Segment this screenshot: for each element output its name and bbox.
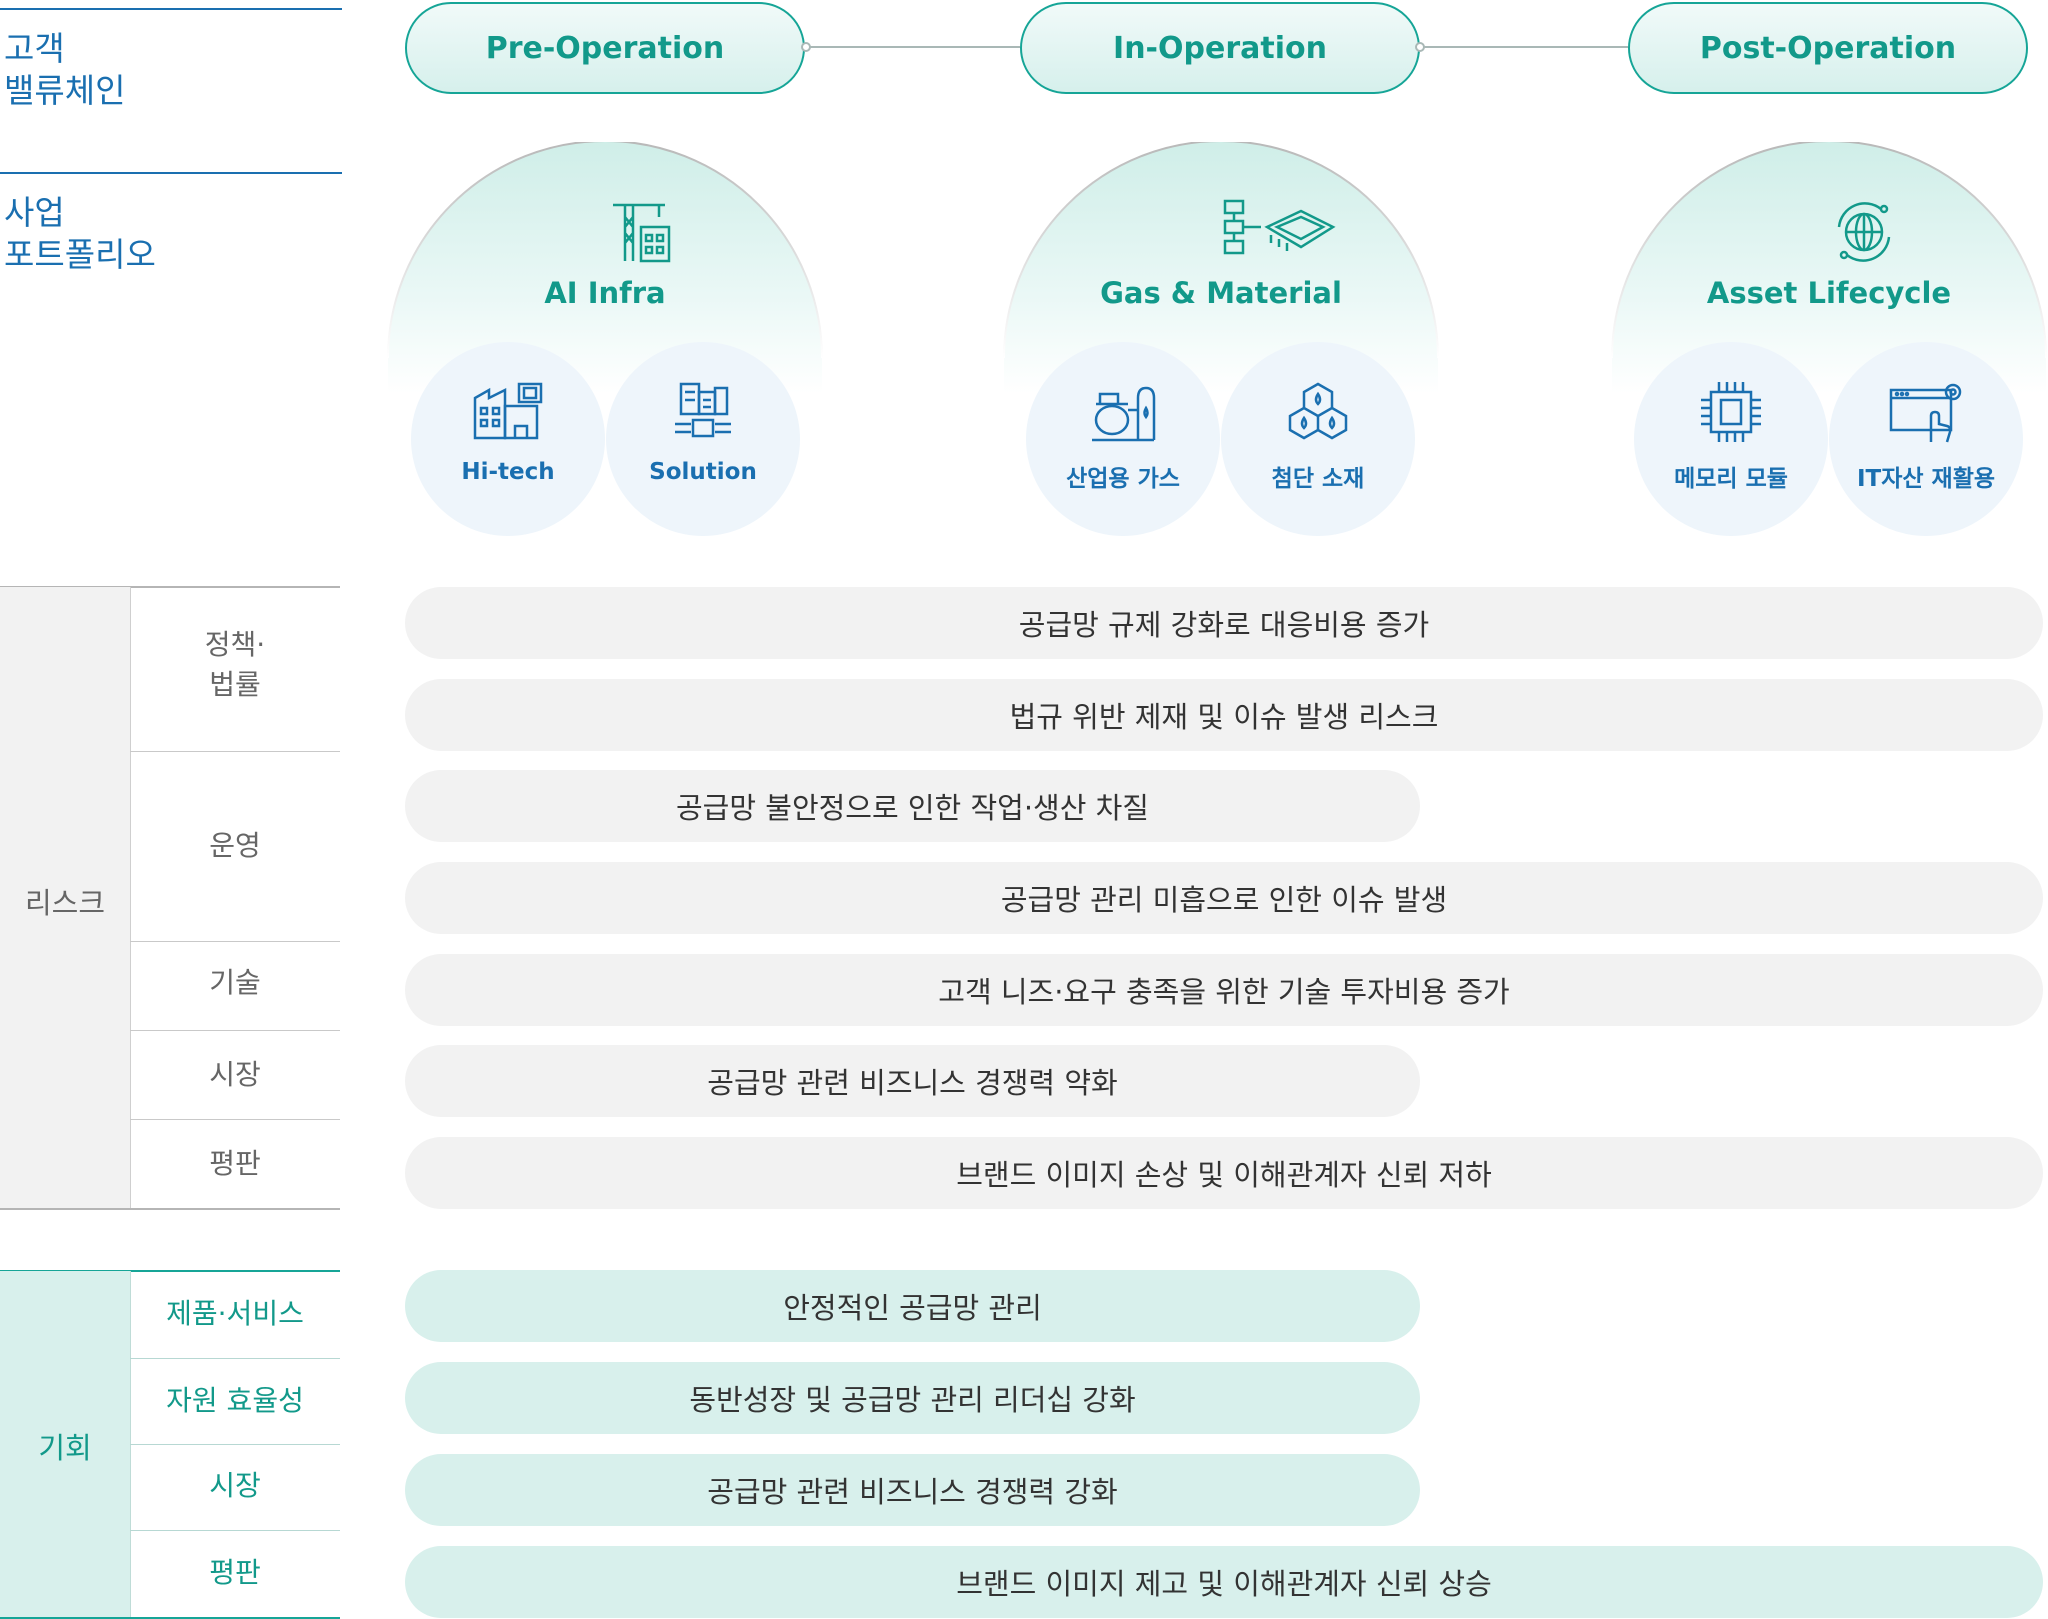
- portfolio-item-solution: Solution: [606, 342, 800, 536]
- risk-category-reputation: 평판: [209, 1147, 261, 1180]
- row-divider: [130, 941, 340, 942]
- risk-item: 법규 위반 제재 및 이슈 발생 리스크: [405, 679, 2043, 751]
- portfolio-item-label: 메모리 모듈: [1674, 466, 1788, 492]
- row-divider: [130, 751, 340, 752]
- value-chain-heading: 고객 밸류체인: [4, 28, 125, 112]
- portfolio-title: Asset Lifecycle: [1706, 276, 1952, 310]
- portfolio-item-hi-tech: Hi-tech: [411, 342, 605, 536]
- risk-category-label: 법률: [209, 668, 261, 701]
- portfolio-heading: 사업 포트폴리오: [4, 192, 156, 276]
- section-rule: [0, 586, 340, 588]
- stage-connector: [805, 46, 1020, 48]
- risk-item: 고객 니즈·요구 충족을 위한 기술 투자비용 증가: [405, 954, 2043, 1026]
- risk-label-cell: [0, 587, 131, 1210]
- header-rule: [0, 8, 342, 10]
- risk-category-technology: 기술: [209, 966, 261, 999]
- risk-category-label: 정책·: [204, 628, 266, 661]
- portfolio-item-label: 산업용 가스: [1066, 466, 1180, 492]
- portfolio-title: Gas & Material: [1100, 276, 1342, 310]
- opportunity-item: 브랜드 이미지 제고 및 이해관계자 신뢰 상승: [405, 1546, 2043, 1618]
- row-divider: [130, 1358, 340, 1359]
- portfolio-item-industrial-gas: 산업용 가스: [1026, 342, 1220, 536]
- risk-category-policy: 정책· 법률: [130, 625, 340, 705]
- portfolio-item-label: 첨단 소재: [1271, 466, 1365, 492]
- risk-category-market: 시장: [209, 1058, 261, 1091]
- section-rule: [0, 1270, 340, 1272]
- risk-item: 공급망 관리 미흡으로 인한 이슈 발생: [405, 862, 2043, 934]
- risk-item: 공급망 규제 강화로 대응비용 증가: [405, 587, 2043, 659]
- risk-category-operation: 운영: [209, 829, 261, 862]
- connector-dot: [1415, 42, 1425, 52]
- portfolio-item-advanced-material: 첨단 소재: [1221, 342, 1415, 536]
- row-divider: [130, 1030, 340, 1031]
- portfolio-heading-line1: 사업: [4, 193, 65, 232]
- stage-in-operation: In-Operation: [1020, 2, 1420, 94]
- opportunity-item: 동반성장 및 공급망 관리 리더십 강화: [405, 1362, 1420, 1434]
- opportunity-item: 안정적인 공급망 관리: [405, 1270, 1420, 1342]
- row-divider: [130, 1119, 340, 1120]
- portfolio-item-memory-module: 메모리 모듈: [1634, 342, 1828, 536]
- opportunity-category-product: 제품·서비스: [166, 1297, 304, 1330]
- opportunity-label-cell: [0, 1271, 131, 1619]
- stage-connector: [1418, 46, 1628, 48]
- opportunity-category-resource: 자원 효율성: [166, 1384, 304, 1417]
- header-rule: [0, 172, 342, 174]
- risk-item: 공급망 관련 비즈니스 경쟁력 약화: [405, 1045, 1420, 1117]
- opportunity-category-reputation: 평판: [209, 1556, 261, 1589]
- value-chain-heading-line2: 밸류체인: [4, 71, 126, 110]
- risk-label: 리스크: [24, 886, 106, 920]
- risk-item: 공급망 불안정으로 인한 작업·생산 차질: [405, 770, 1420, 842]
- section-rule: [0, 1208, 340, 1210]
- opportunity-category-market: 시장: [209, 1469, 261, 1502]
- portfolio-item-label: Hi-tech: [461, 459, 555, 485]
- portfolio-item-label: Solution: [649, 459, 757, 485]
- row-divider: [130, 1444, 340, 1445]
- stage-post-operation: Post-Operation: [1628, 2, 2028, 94]
- stage-pre-operation: Pre-Operation: [405, 2, 805, 94]
- ai-building-icon: [673, 380, 733, 446]
- factory-chip-icon: [471, 380, 545, 446]
- memory-chip-icon: [1699, 380, 1763, 448]
- portfolio-item-label: IT자산 재활용: [1856, 466, 1996, 492]
- opportunity-item: 공급망 관련 비즈니스 경쟁력 강화: [405, 1454, 1420, 1526]
- risk-item: 브랜드 이미지 손상 및 이해관계자 신뢰 저하: [405, 1137, 2043, 1209]
- opportunity-label: 기회: [38, 1431, 92, 1465]
- browser-gear-icon: [1887, 380, 1965, 448]
- row-divider: [130, 1530, 340, 1531]
- connector-dot: [801, 42, 811, 52]
- section-rule: [0, 1617, 340, 1619]
- portfolio-heading-line2: 포트폴리오: [4, 235, 156, 274]
- gas-tank-icon: [1088, 380, 1158, 448]
- value-chain-heading-line1: 고객: [4, 29, 65, 68]
- portfolio-item-it-asset-recycling: IT자산 재활용: [1829, 342, 2023, 536]
- molecule-drops-icon: [1283, 380, 1353, 448]
- portfolio-title: AI Infra: [544, 276, 666, 310]
